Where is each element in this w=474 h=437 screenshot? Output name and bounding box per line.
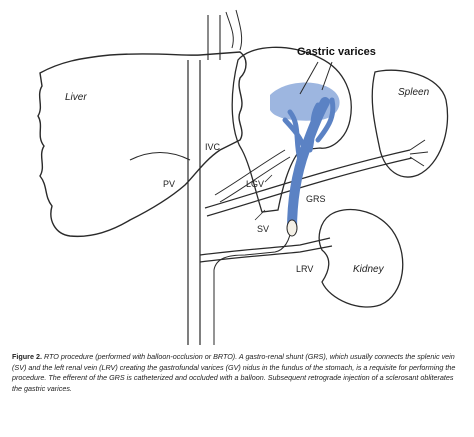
upper-vessels	[225, 9, 243, 51]
lrv-label: LRV	[296, 264, 313, 274]
left-renal-vein	[199, 237, 333, 263]
varix-vessels	[282, 97, 336, 163]
ivc-vessel	[187, 60, 201, 345]
occlusion-balloon	[286, 219, 298, 237]
anatomy-diagram: Liver Spleen IVC PV LGV SV GRS LRV Kidne…	[37, 9, 449, 345]
liver-label: Liver	[65, 92, 87, 103]
figure-caption: Figure 2. RTO procedure (performed with …	[12, 352, 464, 394]
grs-label: GRS	[306, 194, 326, 204]
kidney-outline	[318, 208, 404, 308]
gastric-varices-label: Gastric varices	[297, 46, 376, 58]
varices-pointer-lines	[299, 61, 333, 95]
pv-label: PV	[163, 179, 175, 189]
sv-leader	[254, 209, 266, 221]
splenic-vein	[204, 149, 413, 217]
left-gastric-vein	[214, 149, 291, 203]
caption-heading: Figure 2.	[12, 352, 42, 361]
sv-label: SV	[257, 224, 269, 234]
liver-outline	[37, 51, 247, 238]
caption-text: RTO procedure (performed with balloon-oc…	[12, 352, 456, 393]
liver-lobe-line	[129, 152, 191, 161]
ivc-label: IVC	[205, 142, 221, 152]
spleen-label: Spleen	[398, 87, 430, 98]
lgv-leader	[264, 174, 273, 183]
aorta-vessel	[207, 15, 221, 60]
splenic-branches	[409, 139, 429, 167]
spleen-outline	[371, 69, 449, 178]
lgv-label: LGV	[246, 179, 264, 189]
catheter	[213, 224, 293, 345]
kidney-label: Kidney	[353, 264, 385, 275]
